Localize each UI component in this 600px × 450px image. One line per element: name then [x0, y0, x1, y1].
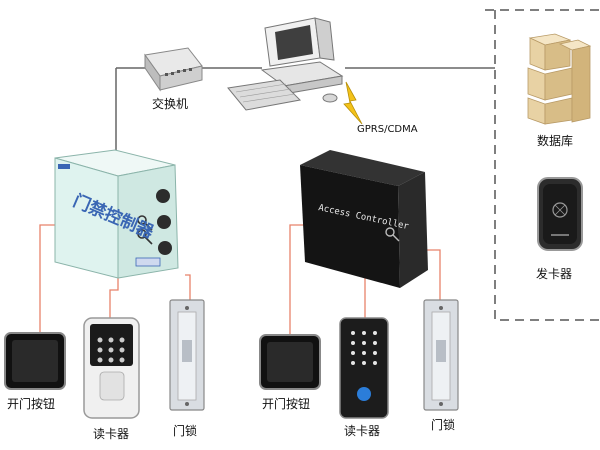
gprs-label: GPRS/CDMA — [357, 124, 418, 135]
left-exit-button-label: 开门按钮 — [7, 397, 56, 411]
access-controller-dark — [300, 150, 428, 288]
network-lines — [115, 67, 495, 160]
server-database-icon — [527, 33, 592, 125]
left-exit-wire — [39, 224, 55, 335]
right-exit-button-icon — [259, 334, 321, 390]
right-card-reader-icon — [339, 317, 389, 419]
left-card-reader-icon — [83, 317, 140, 419]
device-wiring — [39, 224, 441, 335]
database-label: 数据库 — [537, 134, 574, 148]
network-switch-icon — [144, 47, 203, 92]
dashed-border — [494, 10, 600, 321]
left-card-reader-label: 读卡器 — [93, 427, 130, 441]
right-lock-wire — [425, 249, 441, 300]
left-lock-wire — [185, 274, 191, 300]
left-lock-icon — [169, 299, 205, 411]
card-issuer-label: 发卡器 — [536, 267, 573, 281]
left-exit-button-icon — [4, 332, 66, 390]
left-reader-wire — [109, 275, 119, 320]
left-lock-label: 门锁 — [173, 424, 198, 438]
wireless-icon — [343, 81, 363, 125]
right-lock-icon — [423, 299, 459, 411]
switch-label: 交换机 — [152, 97, 189, 111]
desktop-computer-icon — [227, 17, 344, 111]
right-exit-button-label: 开门按钮 — [262, 397, 311, 411]
right-card-reader-label: 读卡器 — [344, 424, 381, 438]
right-lock-label: 门锁 — [431, 418, 456, 432]
server-enclosure — [485, 9, 600, 321]
card-issuer-icon — [537, 177, 583, 251]
access-controller-box — [54, 149, 179, 279]
